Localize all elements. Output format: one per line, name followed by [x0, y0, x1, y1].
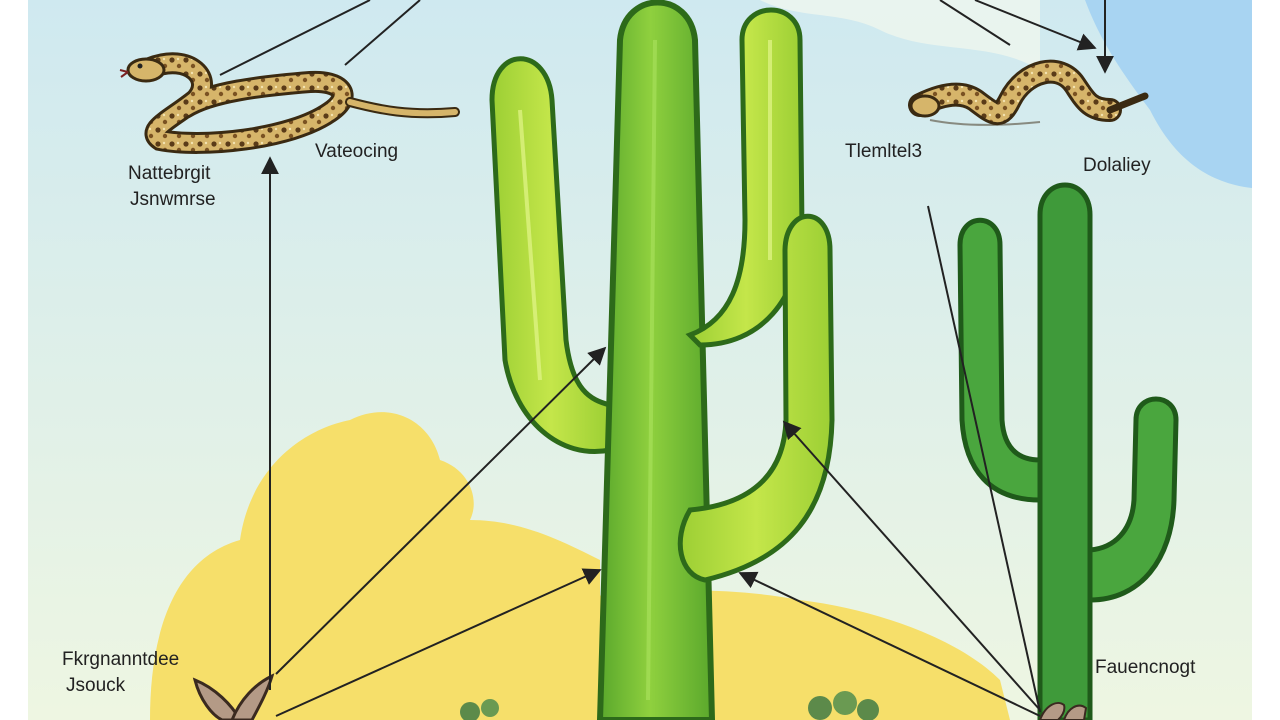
label-bottom-right: Fauencnogt [1095, 657, 1196, 678]
label-snake-left-line1: Nattebrgit [128, 163, 211, 184]
label-bottom-left-line1: Fkrgnanntdee [62, 649, 180, 670]
rattlesnake-icon [119, 52, 460, 154]
arrow [939, 0, 1011, 46]
arrow [738, 571, 1041, 717]
arrow [974, 0, 1097, 51]
arrow [275, 568, 602, 717]
rabbit-icon [1038, 701, 1088, 720]
sand-dune-left [150, 412, 600, 720]
label-right-top: Tlemltel3 [845, 141, 923, 162]
sky-patch [1085, 0, 1252, 188]
label-right-cactus: Dolaliey [1083, 155, 1151, 176]
arrow [344, 0, 421, 66]
shrub-icon [460, 691, 879, 720]
label-snake-left-name: Vateocing [315, 141, 399, 162]
saguaro-cactus-icon [489, 0, 835, 720]
rabbit-icon [192, 673, 275, 720]
cloud [760, 0, 1040, 70]
arrow [275, 346, 607, 675]
food-web-arrows [219, 0, 1114, 717]
arrow [219, 0, 371, 76]
rattlesnake-icon [908, 59, 1149, 126]
arrow [782, 420, 1041, 711]
label-snake-left-line2: Jsnwmrse [130, 189, 216, 210]
saguaro-cactus-icon [957, 182, 1179, 720]
arrow [927, 205, 1041, 713]
label-bottom-left-line2: Jsouck [66, 675, 126, 696]
